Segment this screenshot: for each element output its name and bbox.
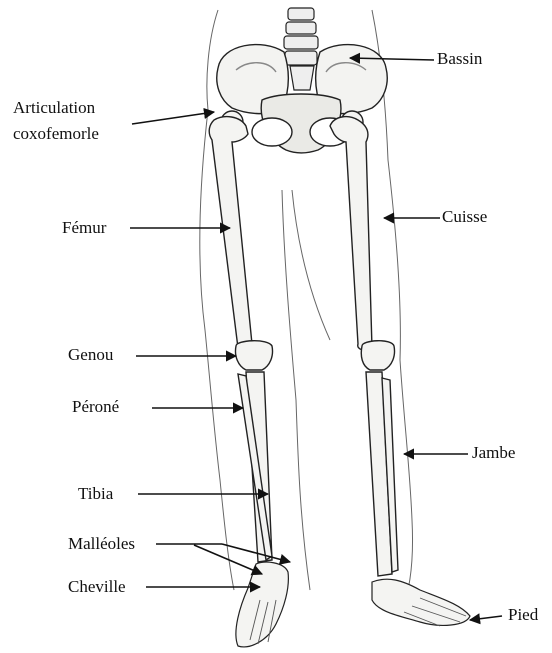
label-genou: Genou (68, 345, 113, 365)
label-malleoles: Malléoles (68, 534, 135, 554)
label-bassin: Bassin (437, 49, 482, 69)
spine (284, 8, 318, 90)
label-femur: Fémur (62, 218, 106, 238)
label-cuisse: Cuisse (442, 207, 487, 227)
label-cheville: Cheville (68, 577, 126, 597)
leader-pied (470, 616, 502, 620)
label-articulation-line2: coxofemorle (13, 124, 99, 144)
label-tibia: Tibia (78, 484, 113, 504)
label-perone: Péroné (72, 397, 119, 417)
leader-articulation (132, 112, 214, 124)
knees (235, 341, 394, 370)
feet (236, 562, 470, 647)
label-articulation-line1: Articulation (13, 98, 95, 118)
leader-malleoles-2 (222, 544, 290, 562)
label-pied: Pied (508, 605, 538, 625)
lower-leg-bones (238, 372, 398, 576)
label-jambe: Jambe (472, 443, 515, 463)
